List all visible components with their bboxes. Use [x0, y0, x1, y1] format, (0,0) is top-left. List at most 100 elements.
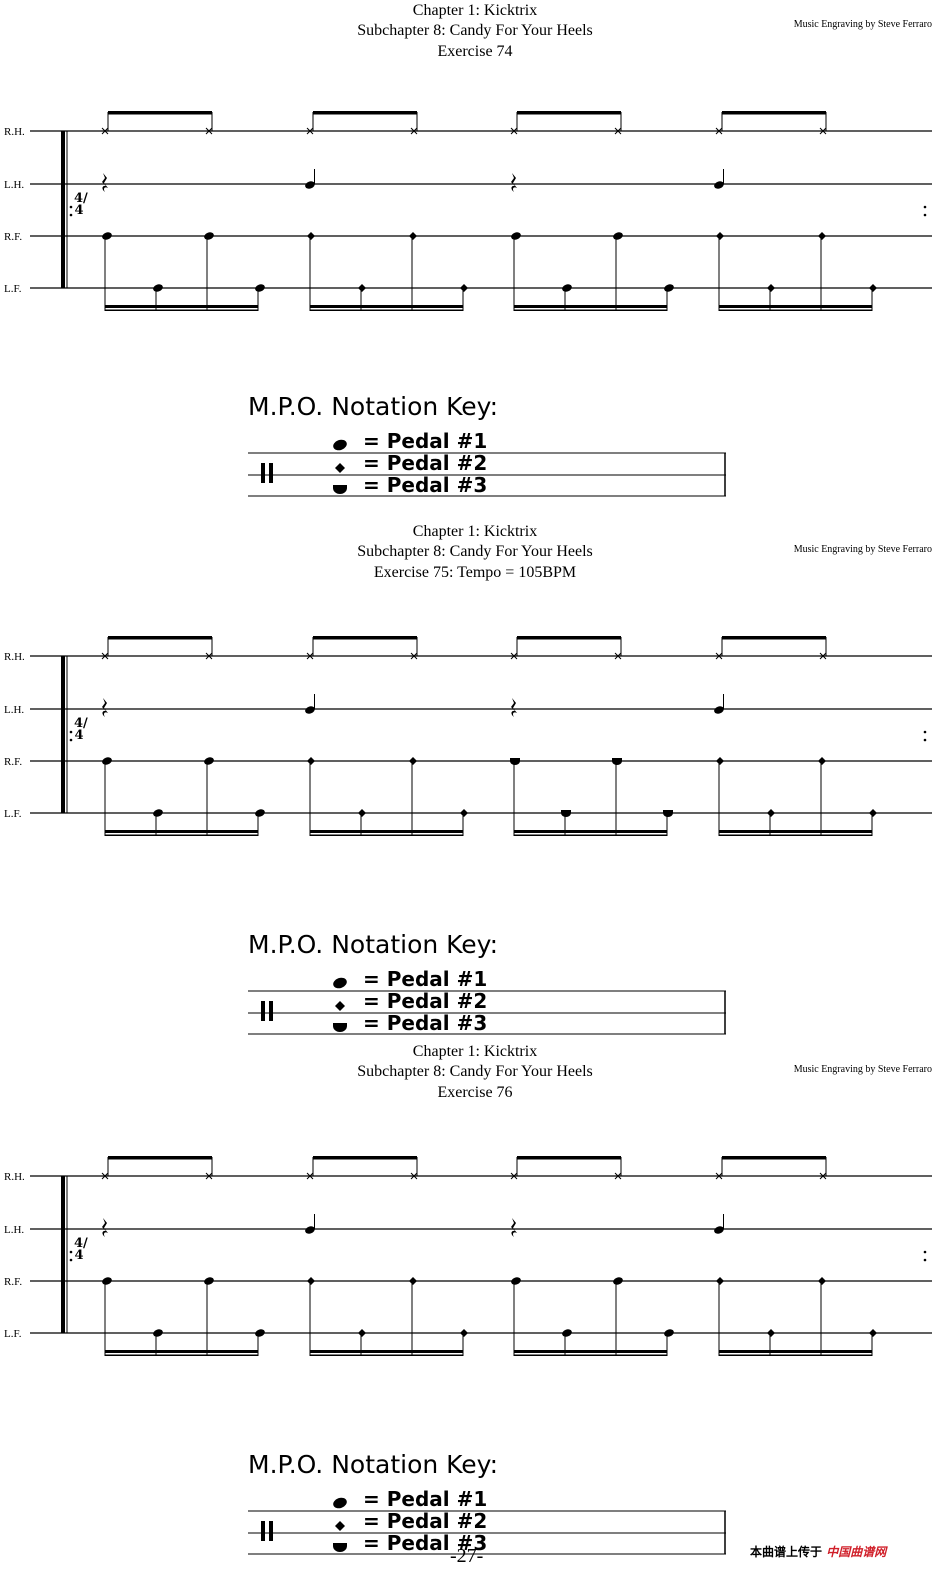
chapter-title: Chapter 1: Kicktrix [412, 2, 538, 19]
exercise-title: Exercise 75: Tempo = 105BPM [373, 564, 577, 581]
subchapter-title: Subchapter 8: Candy For Your Heels [357, 22, 593, 39]
quarter-rest [102, 173, 108, 192]
chapter-title: Chapter 1: Kicktrix [412, 1043, 538, 1060]
hihat-x-note [715, 1172, 723, 1180]
pedal2-notehead [409, 232, 417, 240]
pedal3-notehead-icon [333, 1543, 347, 1552]
pedal1-notehead [204, 1277, 214, 1285]
hihat-x-note [205, 127, 213, 135]
chapter-title: Chapter 1: Kicktrix [412, 523, 538, 540]
quarter-note [714, 1226, 724, 1234]
subchapter-title: Subchapter 8: Candy For Your Heels [357, 543, 593, 560]
key-title: M.P.O. Notation Key: [248, 1450, 499, 1479]
pedal1-notehead [664, 284, 674, 292]
sixteenth-beam [105, 830, 258, 833]
percussion-clef-icon [261, 1001, 265, 1021]
start-repeat-barline [61, 656, 65, 813]
quarter-rest [102, 1218, 108, 1237]
hihat-x-note [205, 1172, 213, 1180]
pedal2-notehead [818, 757, 826, 765]
notation-key: = Pedal #1 = Pedal #2 = Pedal #3 [248, 968, 726, 1038]
eighth-beam [517, 636, 621, 640]
quarter-rest [511, 173, 517, 192]
key-staff [248, 439, 726, 497]
pedal3-notehead-icon [333, 485, 347, 494]
pedal1-notehead [255, 1329, 265, 1337]
time-signature: 4/4 [74, 1236, 88, 1263]
hihat-x-note [614, 652, 622, 660]
pedal2-notehead-icon [335, 1001, 345, 1011]
key-item-pedal-2: = Pedal #2 [363, 1509, 488, 1533]
pedal2-notehead [307, 1277, 315, 1285]
key-item-pedal-1: = Pedal #1 [363, 429, 488, 453]
sixteenth-beam [105, 309, 258, 311]
pedal3-notehead [561, 810, 571, 817]
key-item-pedal-1: = Pedal #1 [363, 967, 488, 991]
pedal1-notehead-icon [333, 1497, 347, 1509]
sixteenth-beam [719, 1354, 872, 1356]
percussion-clef-icon [261, 463, 265, 483]
hihat-x-note [306, 127, 314, 135]
exercise-system: Chapter 1: Kicktrix Subchapter 8: Candy … [0, 0, 950, 520]
pedal3-notehead [510, 758, 520, 765]
pedal2-notehead [307, 232, 315, 240]
pedal2-notehead [358, 1329, 366, 1337]
sixteenth-beam [719, 830, 872, 833]
hihat-x-note [205, 652, 213, 660]
watermark-brand-logo: 中国曲谱网 [826, 1545, 887, 1559]
pedal1-notehead [562, 1329, 572, 1337]
pedal3-notehead-icon [333, 1023, 347, 1032]
pedal2-notehead-icon [335, 463, 345, 473]
pedal1-notehead [153, 284, 163, 292]
eighth-beam [722, 111, 826, 115]
pedal2-notehead [869, 284, 877, 292]
eighth-beam [108, 636, 212, 640]
pedal1-notehead [153, 1329, 163, 1337]
pedal1-notehead [613, 1277, 623, 1285]
staff-label: L.F. [4, 1328, 22, 1340]
pedal1-notehead [255, 809, 265, 817]
key-item-pedal-3: = Pedal #3 [363, 473, 488, 497]
pedal2-notehead [818, 1277, 826, 1285]
hihat-x-note [410, 652, 418, 660]
pedal2-notehead-icon [335, 1521, 345, 1531]
eighth-beam [313, 111, 417, 115]
key-title: M.P.O. Notation Key: [248, 392, 499, 421]
quarter-rest [102, 698, 108, 717]
pedal1-notehead [153, 809, 163, 817]
eighth-beam [722, 1156, 826, 1160]
key-item-pedal-3: = Pedal #3 [363, 1531, 488, 1555]
staff-label: R.H. [4, 1171, 25, 1183]
pedal2-notehead [716, 232, 724, 240]
drum-staff: R.H.L.H.R.F.L.F. [4, 1156, 932, 1356]
pedal3-notehead [663, 810, 673, 817]
sixteenth-beam [310, 309, 463, 311]
watermark-text: 本曲谱上传于 [750, 1545, 823, 1559]
pedal1-notehead [204, 232, 214, 240]
hihat-x-note [510, 1172, 518, 1180]
watermark: 本曲谱上传于 中国曲谱网 [750, 1543, 886, 1560]
pedal2-notehead [869, 1329, 877, 1337]
staff-label: R.F. [4, 231, 22, 243]
hihat-x-note [306, 1172, 314, 1180]
pedal2-notehead [409, 1277, 417, 1285]
quarter-rest [511, 698, 517, 717]
quarter-rest [511, 1218, 517, 1237]
hihat-x-note [101, 652, 109, 660]
pedal2-notehead [716, 757, 724, 765]
sixteenth-beam [719, 1350, 872, 1353]
exercise-title: Exercise 74 [437, 43, 513, 60]
hihat-x-note [410, 1172, 418, 1180]
hihat-x-note [510, 652, 518, 660]
hihat-x-note [715, 127, 723, 135]
pedal1-notehead [664, 1329, 674, 1337]
pedal2-notehead [716, 1277, 724, 1285]
sixteenth-beam [105, 1354, 258, 1356]
pedal2-notehead [869, 809, 877, 817]
staff-label: L.H. [4, 704, 24, 716]
pedal1-notehead [204, 757, 214, 765]
sixteenth-beam [310, 1354, 463, 1356]
pedal2-notehead [358, 809, 366, 817]
drum-staff: R.H.L.H.R.F.L.F. [4, 636, 932, 836]
